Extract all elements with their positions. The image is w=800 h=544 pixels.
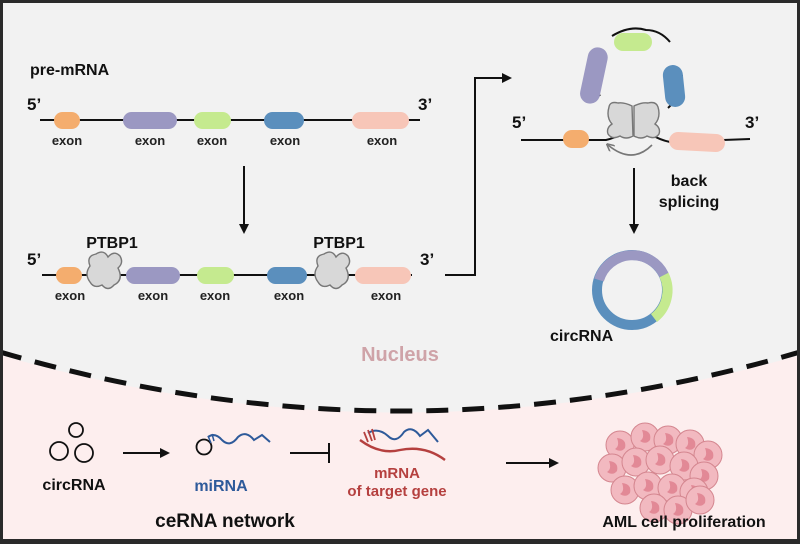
exon-4	[264, 112, 304, 129]
exon-3	[614, 33, 652, 51]
exon-label: exon	[270, 133, 300, 148]
five-prime-label: 5’	[27, 250, 41, 269]
ptbp1-protein-right	[314, 251, 351, 290]
cell-nucleus	[673, 503, 684, 516]
cell-nucleus	[631, 455, 642, 468]
mrna-label: mRNA	[374, 465, 420, 482]
mrna-target-label: of target gene	[347, 483, 446, 500]
cell-nucleus	[615, 438, 626, 451]
pre-mrna-exons	[54, 112, 409, 129]
exon-4	[662, 65, 686, 107]
cell-nucleus	[663, 433, 674, 446]
exon-2	[123, 112, 177, 129]
cell-nucleus	[699, 469, 710, 482]
exon-label: exon	[55, 288, 85, 303]
cell-nucleus	[607, 461, 618, 474]
exon-label: exon	[52, 133, 82, 148]
exon-5	[352, 112, 409, 129]
exon-1	[563, 130, 589, 148]
back-splicing-label-line1: back	[671, 173, 708, 190]
exon-label: exon	[367, 133, 397, 148]
cell-nucleus	[679, 459, 690, 472]
exon-3	[194, 112, 231, 129]
back-splice-arrow	[608, 145, 653, 156]
connector-arrow	[445, 73, 512, 276]
exon-2	[580, 47, 608, 104]
cell-nucleus	[649, 501, 660, 514]
circrna-bottom-label: circRNA	[42, 477, 106, 494]
cerna-network-label: ceRNA network	[155, 511, 295, 532]
cell-nucleus	[685, 437, 696, 450]
mirna-circle	[195, 438, 213, 456]
circrna-label: circRNA	[550, 328, 614, 345]
nucleus-label: Nucleus	[361, 344, 439, 366]
circrna-circles	[49, 422, 94, 463]
mirna-bound-strand	[367, 428, 439, 443]
exon-1	[54, 112, 80, 129]
bound-exons	[56, 267, 411, 284]
three-prime-label: 3’	[745, 113, 759, 132]
exon-5	[669, 132, 725, 152]
cell-nucleus	[703, 448, 714, 461]
exon-label: exon	[135, 133, 165, 148]
exon-label: exon	[138, 288, 168, 303]
ptbp1-protein-dimer-right	[633, 101, 661, 139]
cell-nucleus	[655, 453, 666, 466]
three-prime-label: 3’	[420, 250, 434, 269]
exon-label: exon	[200, 288, 230, 303]
cell-nucleus	[643, 479, 654, 492]
mrna-strand	[359, 439, 446, 461]
cell-nucleus	[640, 430, 651, 443]
exon-4	[267, 267, 307, 284]
aml-cell-cluster	[597, 422, 723, 525]
ptbp1-protein-dimer-left	[606, 101, 634, 139]
aml-proliferation-label: AML cell proliferation	[602, 514, 765, 531]
exon-label: exon	[371, 288, 401, 303]
three-prime-label: 3’	[418, 95, 432, 114]
exon-3	[197, 267, 234, 284]
ptbp1-label-left: PTBP1	[86, 235, 138, 252]
nuclear-membrane	[3, 350, 797, 414]
exon-label: exon	[197, 133, 227, 148]
mirna-binding-ticks	[207, 433, 215, 444]
ptbp1-label-right: PTBP1	[313, 235, 365, 252]
mirna-strand	[207, 433, 271, 445]
ptbp1-protein-left	[86, 251, 123, 290]
cell-nucleus	[695, 493, 706, 506]
mrna-binding-ticks	[363, 428, 376, 443]
back-splicing-label-line2: splicing	[659, 194, 719, 211]
exon-5	[355, 267, 411, 284]
five-prime-label: 5’	[27, 95, 41, 114]
cell-nucleus	[667, 481, 678, 494]
five-prime-label: 5’	[512, 113, 526, 132]
exon-1	[56, 267, 82, 284]
pre-mrna-title: pre-mRNA	[30, 62, 110, 79]
exon-label: exon	[274, 288, 304, 303]
mirna-label: miRNA	[194, 478, 248, 495]
circrna-ring	[592, 250, 673, 330]
cell-nucleus	[620, 483, 631, 496]
exon-2	[126, 267, 180, 284]
